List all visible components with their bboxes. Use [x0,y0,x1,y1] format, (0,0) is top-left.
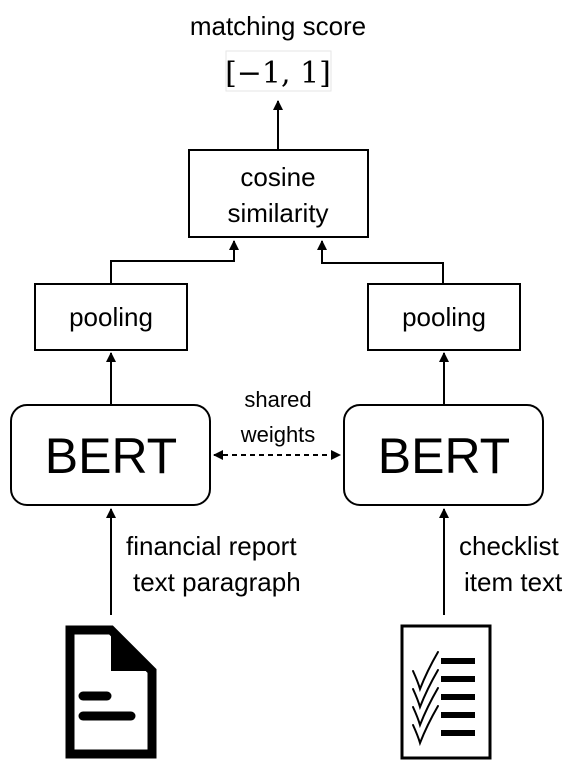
output-range-box [225,50,332,92]
right-bert-label: BERT [378,428,510,484]
right-bert-box [343,404,544,506]
output-range: [−1, 1] [225,56,331,91]
shared-weights-label-line2: weights [240,422,316,447]
checklist-icon [400,624,492,760]
right-input-label-line1: checklist [459,531,559,561]
left-input-label-line1: financial report [126,531,297,561]
cosine-similarity-label-line1: cosine [240,162,315,192]
left-pooling-box [34,283,188,351]
arrow-left-pooling-to-similarity [110,240,239,284]
arrow-right-pooling-to-similarity [317,240,444,284]
left-bert-label: BERT [45,428,177,484]
left-bert-box [10,404,211,506]
left-pooling-label: pooling [69,302,153,332]
shared-weights-label-line1: shared [244,387,311,412]
right-input-label-line2: item text [464,567,563,597]
right-pooling-box [367,283,521,351]
right-pooling-label: pooling [402,302,486,332]
cosine-similarity-label-line2: similarity [227,198,328,228]
left-input-label-line2: text paragraph [133,567,301,597]
cosine-similarity-box [188,149,369,238]
document-icon [65,625,157,759]
output-title: matching score [190,11,366,41]
